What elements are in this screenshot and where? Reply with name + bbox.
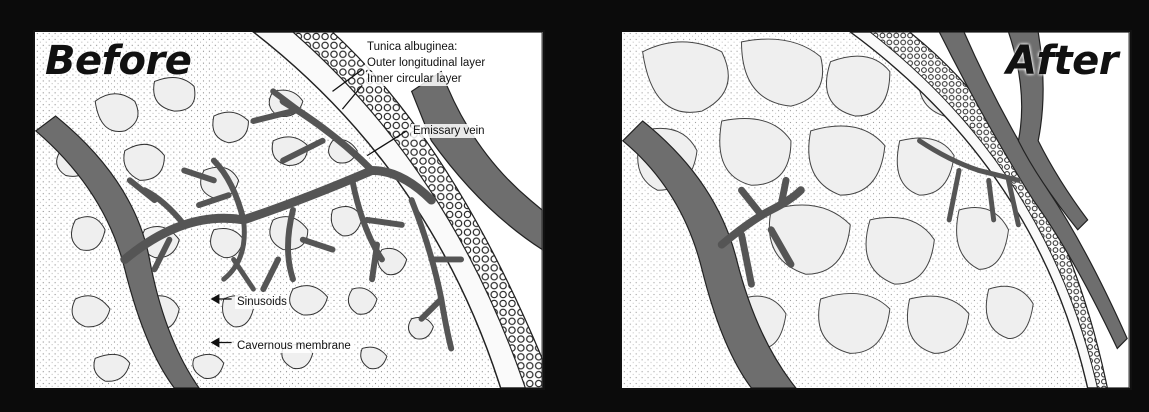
before-title: Before bbox=[45, 38, 191, 84]
before-illustration bbox=[35, 32, 543, 388]
after-illustration bbox=[622, 32, 1130, 388]
cavernous-membrane-label: Cavernous membrane bbox=[235, 339, 353, 353]
sinusoids-label: Sinusoids bbox=[235, 295, 289, 309]
panel-after: After bbox=[620, 30, 1132, 390]
inner-circular-layer-label: Inner circular layer bbox=[365, 72, 464, 86]
panel-before: Before Tunica albuginea: Outer longitudi… bbox=[33, 30, 545, 390]
after-title: After bbox=[1006, 38, 1118, 84]
outer-longitudinal-layer-label: Outer longitudinal layer bbox=[365, 56, 487, 70]
tunica-albuginea-heading: Tunica albuginea: bbox=[365, 40, 459, 54]
emissary-vein-label: Emissary vein bbox=[411, 124, 487, 138]
